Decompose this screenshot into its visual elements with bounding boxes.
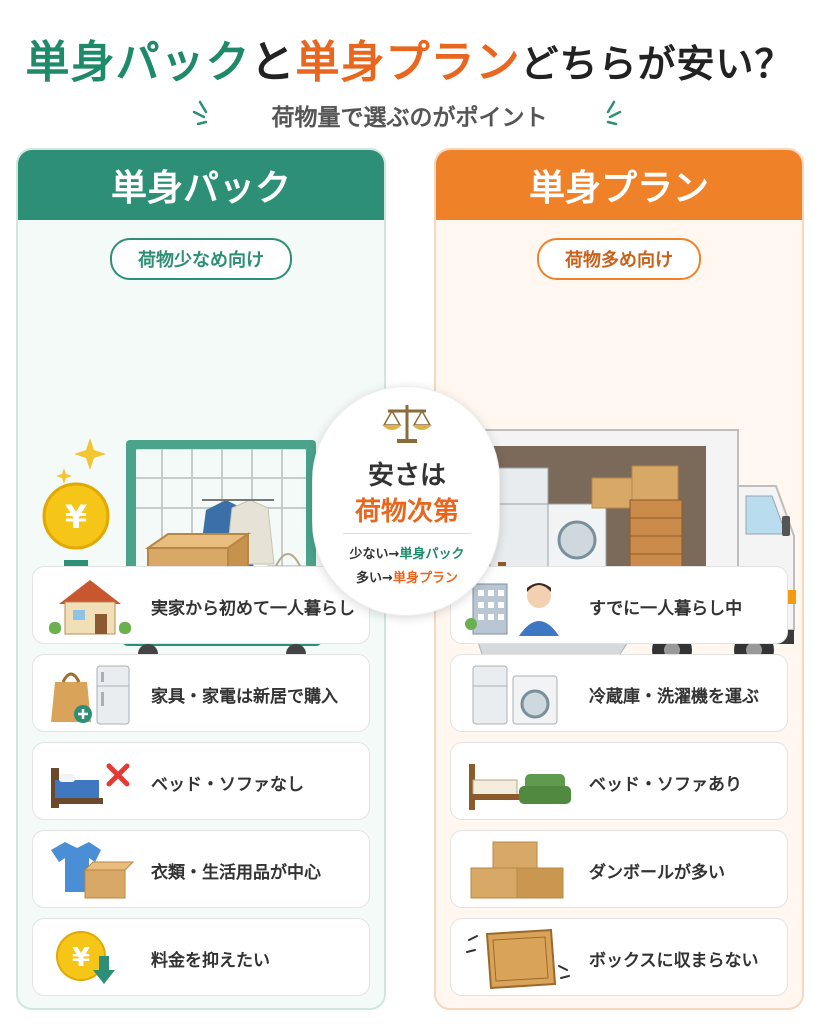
- pack-item: 衣類・生活用品が中心: [32, 830, 370, 908]
- pack-item: ベッド・ソファなし: [32, 742, 370, 820]
- bed-cross-icon: [51, 763, 130, 808]
- oversize-box-icon: [466, 928, 570, 990]
- fridge-washer-icon: [472, 665, 558, 725]
- plan-item-label: ベッド・ソファあり: [589, 774, 742, 795]
- bed-sofa-icon: [469, 764, 571, 810]
- plan-panel: 単身プラン 荷物多め向け: [434, 148, 804, 1010]
- plan-item-label: 冷蔵庫・洗濯機を運ぶ: [589, 686, 759, 707]
- plan-item-label: ダンボールが多い: [589, 862, 725, 883]
- pack-header: 単身パック: [18, 150, 384, 220]
- title-plan: 単身プラン: [295, 37, 521, 88]
- balance-scale-icon: [382, 405, 432, 443]
- sparkle-right-icon: [606, 100, 622, 126]
- verdict-line2: 荷物次第: [354, 497, 459, 527]
- pack-panel: 単身パック 荷物少なめ向け ¥: [16, 148, 386, 1010]
- subtitle: 荷物量で選ぶのがポイント: [271, 105, 548, 131]
- plan-item: ダンボールが多い: [450, 830, 788, 908]
- sparkle-left-icon: [192, 100, 208, 126]
- plan-tag: 荷物多め向け: [537, 238, 701, 280]
- page-title: 単身パックと単身プランどちらが安い？: [0, 26, 819, 90]
- svg-text:¥: ¥: [65, 498, 87, 536]
- pack-item: 実家から初めて一人暮らし: [32, 566, 370, 644]
- title-to: と: [250, 37, 296, 88]
- pack-item-label: 実家から初めて一人暮らし: [151, 598, 355, 619]
- svg-text:¥: ¥: [72, 943, 90, 973]
- verdict-divider: [343, 533, 471, 534]
- boxes-icon: [470, 841, 564, 899]
- pack-item-label: 家具・家電は新居で購入: [151, 686, 338, 707]
- plan-item: ボックスに収まらない: [450, 918, 788, 996]
- pack-item: ¥ 料金を抑えたい: [32, 918, 370, 996]
- plan-item: すでに一人暮らし中: [450, 566, 788, 644]
- pack-tag: 荷物少なめ向け: [110, 238, 292, 280]
- plan-item: 冷蔵庫・洗濯機を運ぶ: [450, 654, 788, 732]
- pack-item-label: ベッド・ソファなし: [151, 774, 304, 795]
- person-building-icon: [465, 583, 559, 636]
- title-question: どちらが安い？: [520, 42, 794, 86]
- plan-item-label: ボックスに収まらない: [589, 950, 759, 971]
- pack-item-label: 衣類・生活用品が中心: [151, 862, 321, 883]
- plan-item: ベッド・ソファあり: [450, 742, 788, 820]
- yen-down-icon: ¥: [56, 931, 115, 984]
- verdict-line1: 安さは: [367, 461, 446, 491]
- verdict-row-many: 多い→単身プラン: [356, 571, 458, 586]
- verdict-badge: 安さは 荷物次第 少ない→単身パック 多い→単身プラン: [312, 386, 500, 616]
- verdict-row-few: 少ない→単身パック: [349, 547, 465, 562]
- house-icon: [49, 580, 131, 635]
- bag-fridge-icon: [51, 665, 130, 725]
- pack-item: 家具・家電は新居で購入: [32, 654, 370, 732]
- plan-item-label: すでに一人暮らし中: [589, 598, 743, 619]
- plan-header: 単身プラン: [436, 150, 802, 220]
- shirt-box-icon: [51, 842, 135, 899]
- title-pack: 単身パック: [25, 37, 251, 88]
- pack-item-label: 料金を抑えたい: [151, 950, 270, 971]
